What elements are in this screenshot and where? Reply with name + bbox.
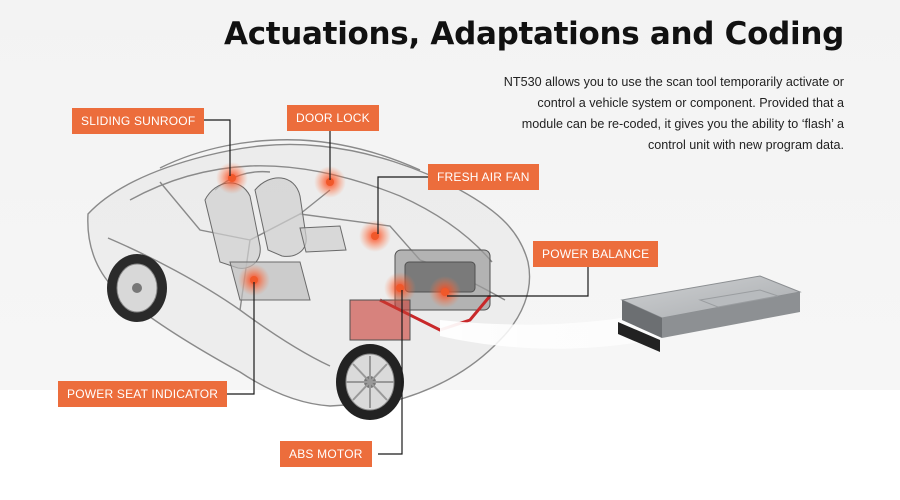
feature-description: NT530 allows you to use the scan tool te… — [503, 75, 844, 152]
label-power-balance: POWER BALANCE — [533, 241, 659, 267]
hotspot-markers — [216, 162, 461, 308]
page-title: Actuations, Adaptations and Coding — [224, 16, 844, 52]
rear-wheel — [107, 254, 167, 322]
label-abs-motor: ABS MOTOR — [280, 441, 372, 467]
label-door-lock: DOOR LOCK — [287, 105, 379, 131]
label-fresh-air-fan: FRESH AIR FAN — [428, 164, 539, 190]
label-power-seat-indicator: POWER SEAT INDICATOR — [58, 381, 228, 407]
abs-leader — [378, 290, 403, 455]
power-balance-leader — [447, 267, 589, 297]
sunroof-leader — [200, 119, 231, 176]
label-sliding-sunroof: SLIDING SUNROOF — [72, 108, 205, 134]
ecu-module-icon — [618, 275, 802, 352]
fresh-air-fan-leader — [377, 176, 428, 234]
signal-beam — [440, 312, 672, 349]
power-seat-leader — [216, 282, 255, 395]
front-wheel — [336, 344, 404, 420]
leader-lines — [200, 119, 589, 455]
